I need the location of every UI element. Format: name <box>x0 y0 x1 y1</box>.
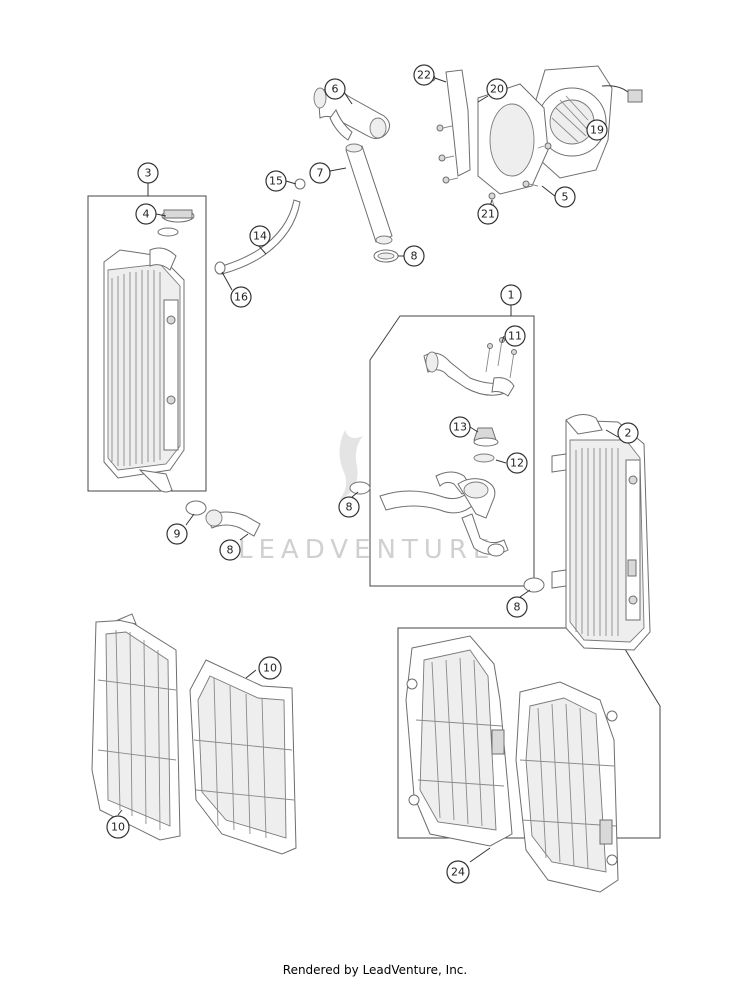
watermark: LEADVENTURE <box>238 430 495 565</box>
callout-22: 22 <box>413 64 435 86</box>
callout-10-left: 10 <box>106 815 130 839</box>
svg-text:8: 8 <box>227 544 234 557</box>
svg-text:12: 12 <box>510 457 524 470</box>
callout-16: 16 <box>230 286 252 308</box>
callout-8-top: 8 <box>403 245 425 267</box>
svg-text:21: 21 <box>481 208 495 221</box>
callout-12: 12 <box>506 452 528 474</box>
callout-19: 19 <box>586 119 608 141</box>
clamp-8-mid <box>349 481 371 495</box>
callout-8-right: 8 <box>506 596 528 618</box>
clamp-8-left <box>185 500 207 516</box>
svg-text:14: 14 <box>253 230 267 243</box>
callout-15: 15 <box>265 170 287 192</box>
callout-6: 6 <box>324 78 346 100</box>
hose-kit-upper <box>423 351 515 397</box>
svg-text:13: 13 <box>453 421 467 434</box>
clamp-8-top <box>373 249 399 263</box>
callout-20: 20 <box>486 78 508 100</box>
thermostat-13 <box>473 427 499 463</box>
svg-text:8: 8 <box>411 250 418 263</box>
callout-11: 11 <box>504 325 526 347</box>
guard-kit-24-right <box>515 681 619 893</box>
svg-text:11: 11 <box>508 330 522 343</box>
bolts-11 <box>485 337 517 379</box>
svg-text:7: 7 <box>317 167 324 180</box>
svg-text:5: 5 <box>562 191 569 204</box>
radiator-right <box>551 414 651 651</box>
fan-screws <box>428 74 552 207</box>
fan-motor <box>535 65 643 179</box>
svg-text:22: 22 <box>417 69 431 82</box>
svg-text:9: 9 <box>174 528 181 541</box>
callout-5: 5 <box>554 186 576 208</box>
callout-1: 1 <box>500 284 522 306</box>
upper-hose-6 <box>313 87 390 141</box>
callout-10-right: 10 <box>258 656 282 680</box>
clamp-8-right <box>523 577 545 593</box>
radiator-left-group-box <box>87 195 207 492</box>
callout-24: 24 <box>446 860 470 884</box>
radiator-cap-4 <box>157 209 195 237</box>
radiator-left <box>103 247 185 493</box>
radiator-guard-10-right <box>189 659 297 855</box>
svg-text:24: 24 <box>451 866 465 879</box>
svg-text:15: 15 <box>269 175 283 188</box>
svg-text:10: 10 <box>263 662 277 675</box>
callout-7: 7 <box>309 162 331 184</box>
svg-text:4: 4 <box>143 208 150 221</box>
svg-text:19: 19 <box>590 124 604 137</box>
svg-text:3: 3 <box>145 167 152 180</box>
callout-9: 8 <box>219 539 241 561</box>
svg-text:10: 10 <box>111 821 125 834</box>
callout-4: 4 <box>135 203 157 225</box>
radiator-guard-10-left <box>91 613 181 841</box>
svg-text:20: 20 <box>490 83 504 96</box>
callout-8-left: 9 <box>166 523 188 545</box>
callout-21: 21 <box>477 203 499 225</box>
guard-kit-24-left <box>405 635 513 847</box>
hose-9 <box>205 509 261 537</box>
svg-text:8: 8 <box>346 501 353 514</box>
hose-kit-group-box <box>369 315 535 587</box>
svg-text:1: 1 <box>508 289 515 302</box>
watermark-text: LEADVENTURE <box>238 535 495 565</box>
svg-text:2: 2 <box>625 427 632 440</box>
callout-14: 14 <box>249 225 271 247</box>
callout-2: 2 <box>617 422 639 444</box>
breather-hose-14 <box>214 178 306 275</box>
callout-3: 3 <box>137 162 159 184</box>
footer-credit: Rendered by LeadVenture, Inc. <box>282 963 468 977</box>
svg-text:8: 8 <box>514 601 521 614</box>
callout-8-mid: 8 <box>338 496 360 518</box>
fan-shroud <box>445 69 549 195</box>
svg-text:6: 6 <box>332 83 339 96</box>
svg-text:16: 16 <box>234 291 248 304</box>
callout-13: 13 <box>449 416 471 438</box>
hose-kit-lower <box>379 471 509 557</box>
pipe-7 <box>345 143 393 245</box>
